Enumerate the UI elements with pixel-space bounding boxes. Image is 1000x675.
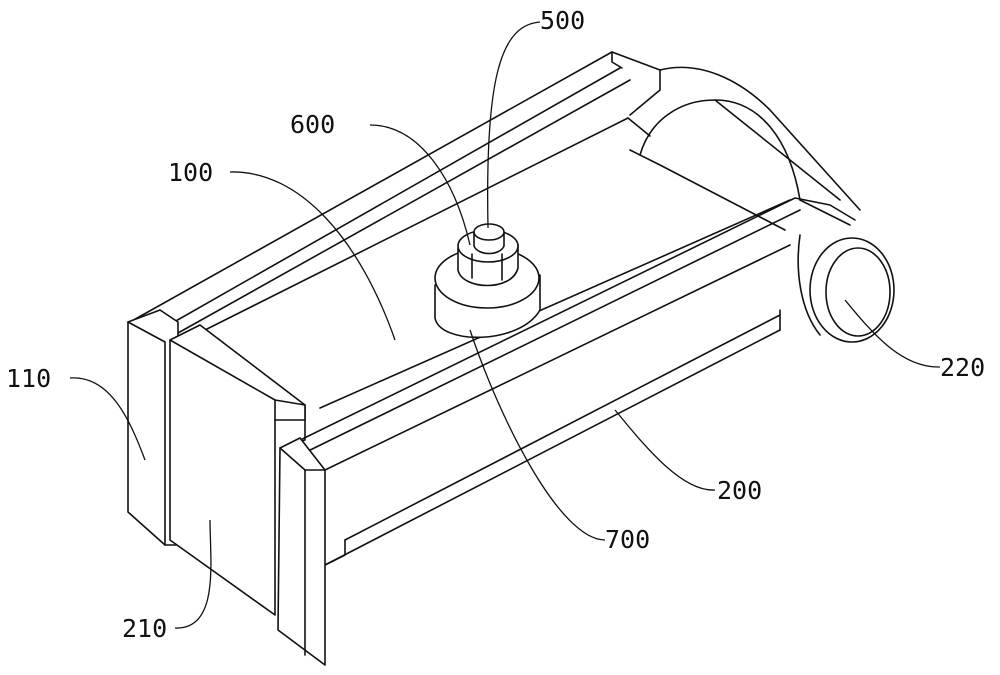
pin-220 [798, 235, 894, 342]
roller [640, 67, 860, 225]
label-600: 600 [290, 112, 335, 137]
label-100: 100 [168, 160, 213, 185]
label-110: 110 [6, 366, 51, 391]
label-700: 700 [605, 527, 650, 552]
label-200: 200 [717, 478, 762, 503]
label-210: 210 [122, 616, 167, 641]
bolt-500 [474, 224, 504, 254]
back-rail [130, 52, 660, 333]
label-220: 220 [940, 355, 985, 380]
label-500: 500 [540, 8, 585, 33]
front-end-block [278, 438, 325, 665]
front-rail-200 [290, 198, 855, 565]
